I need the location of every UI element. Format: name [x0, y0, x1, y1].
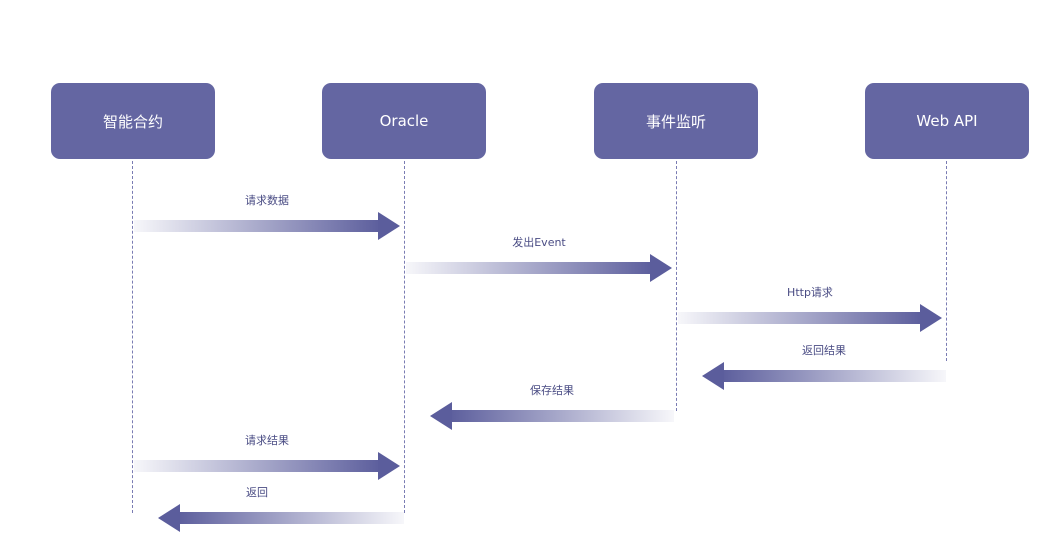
- arrow-right-icon: [134, 452, 400, 480]
- lifeline-smart-contract: [132, 161, 133, 513]
- lifeline-oracle: [404, 161, 405, 513]
- arrow-right-icon: [406, 254, 672, 282]
- message-emit-event: 发出Event: [406, 234, 672, 282]
- actor-web-api: Web API: [865, 83, 1029, 159]
- message-request-result: 请求结果: [134, 432, 400, 480]
- message-label: 返回: [246, 486, 268, 499]
- message-return-result: 返回结果: [702, 342, 946, 390]
- arrow-left-icon: [430, 402, 674, 430]
- actor-event-listener: 事件监听: [594, 83, 758, 159]
- message-label: 请求结果: [245, 434, 289, 447]
- message-return: 返回: [158, 484, 404, 532]
- arrow-left-icon: [702, 362, 946, 390]
- arrow-left-icon: [158, 504, 404, 532]
- arrow-right-icon: [134, 212, 400, 240]
- message-save-result: 保存结果: [430, 382, 674, 430]
- message-label: Http请求: [787, 286, 833, 299]
- lifeline-web-api: [946, 161, 947, 361]
- message-label: 返回结果: [802, 344, 846, 357]
- message-label: 保存结果: [530, 384, 574, 397]
- lifeline-event-listener: [676, 161, 677, 411]
- arrow-right-icon: [678, 304, 942, 332]
- message-label: 发出Event: [512, 236, 566, 249]
- actor-oracle: Oracle: [322, 83, 486, 159]
- message-label: 请求数据: [245, 194, 289, 207]
- message-http-request: Http请求: [678, 284, 942, 332]
- message-request-data: 请求数据: [134, 192, 400, 240]
- actor-smart-contract: 智能合约: [51, 83, 215, 159]
